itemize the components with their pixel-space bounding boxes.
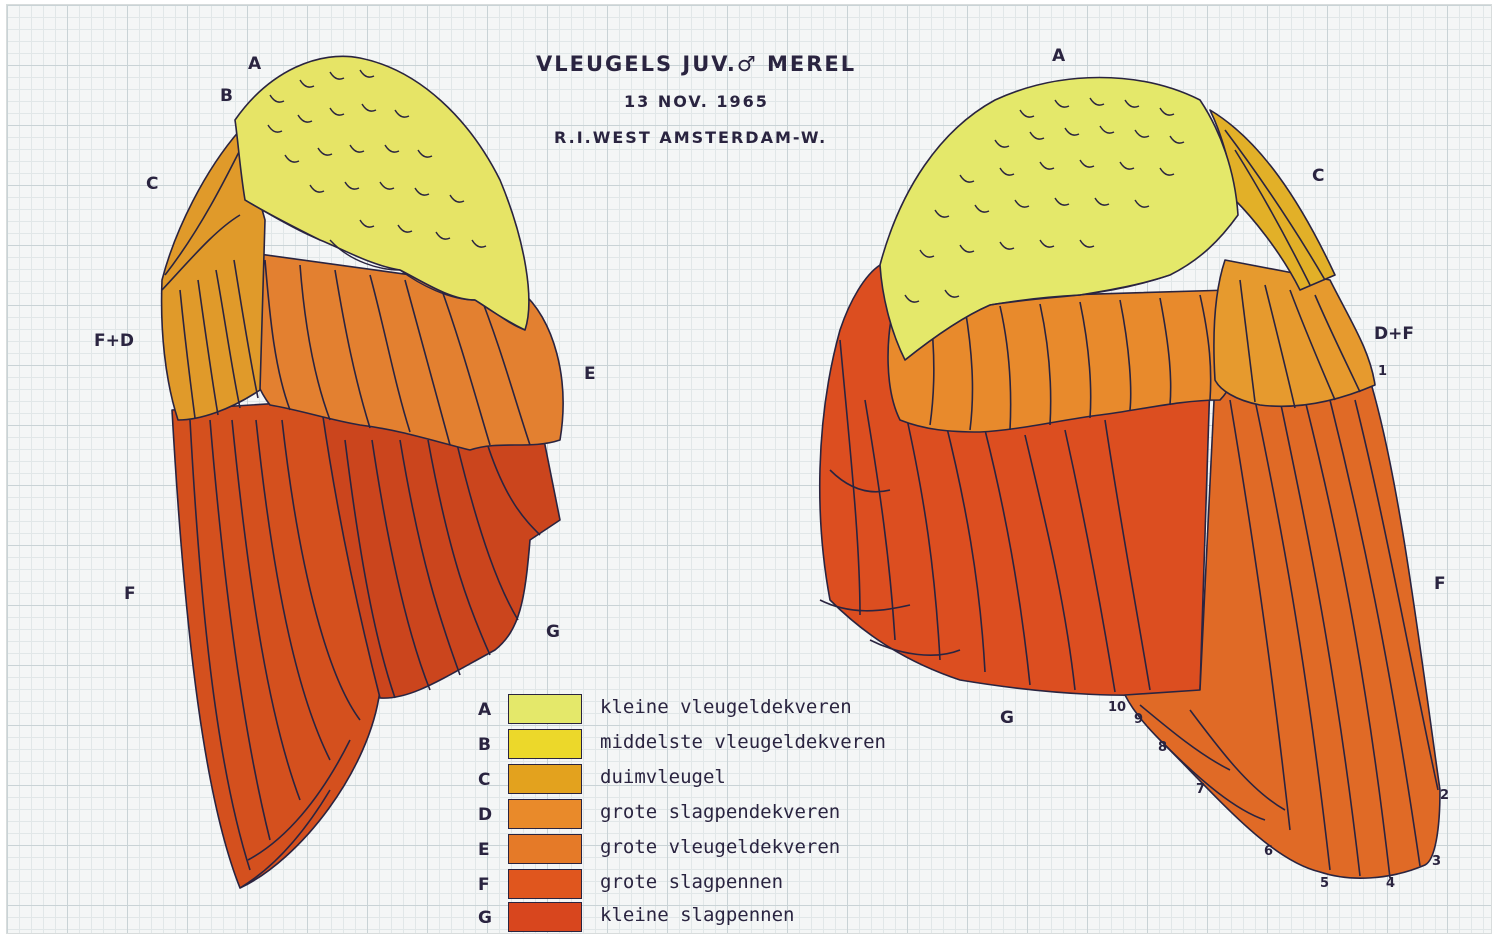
left-label-fd: F+D [94,331,134,351]
legend-swatch [508,729,582,759]
right-wing-primary-coverts [1214,260,1375,406]
drawing-title: VLEUGELS JUV.♂ MEREL [536,52,856,76]
feather-number-3: 3 [1432,854,1441,869]
legend-text: grote vleugeldekveren [600,836,840,858]
legend-letter: F [478,875,490,895]
drawing-author-place: R.I.WEST AMSTERDAM-W. [554,128,827,147]
left-label-c: C [146,174,158,194]
legend-text: kleine slagpennen [600,904,794,926]
legend-letter: C [478,770,490,790]
legend-swatch [508,694,582,724]
feather-number-8: 8 [1158,740,1167,755]
legend-swatch [508,764,582,794]
legend-text: kleine vleugeldekveren [600,696,852,718]
legend-letter: B [478,735,491,755]
legend-letter: G [478,908,492,928]
right-label-g: G [1000,708,1014,728]
right-label-c: C [1312,166,1324,186]
left-label-g: G [546,622,560,642]
legend-text: middelste vleugeldekveren [600,731,886,753]
feather-number-1: 1 [1378,364,1387,379]
legend-swatch [508,902,582,932]
feather-number-9: 9 [1134,712,1143,727]
legend-text: grote slagpendekveren [600,801,840,823]
feather-number-5: 5 [1320,876,1329,891]
left-label-f: F [124,584,136,604]
left-label-a: A [248,54,261,74]
feather-number-10: 10 [1108,700,1126,715]
feather-number-7: 7 [1196,782,1205,797]
right-label-f: F [1434,574,1446,594]
legend-swatch [508,869,582,899]
legend-letter: A [478,700,491,720]
legend-swatch [508,834,582,864]
right-wing [820,78,1440,879]
legend-letter: D [478,805,492,825]
legend-letter: E [478,840,490,860]
right-label-a: A [1052,46,1065,66]
legend-swatch [508,799,582,829]
feather-number-6: 6 [1264,844,1273,859]
legend-text: duimvleugel [600,766,726,788]
legend-text: grote slagpennen [600,871,783,893]
feather-number-2: 2 [1440,788,1449,803]
left-label-e: E [584,364,596,384]
left-wing [162,56,563,888]
feather-number-4: 4 [1386,876,1395,891]
left-label-b: B [220,86,233,106]
drawing-date: 13 NOV. 1965 [624,92,769,111]
right-label-df: D+F [1374,324,1414,344]
